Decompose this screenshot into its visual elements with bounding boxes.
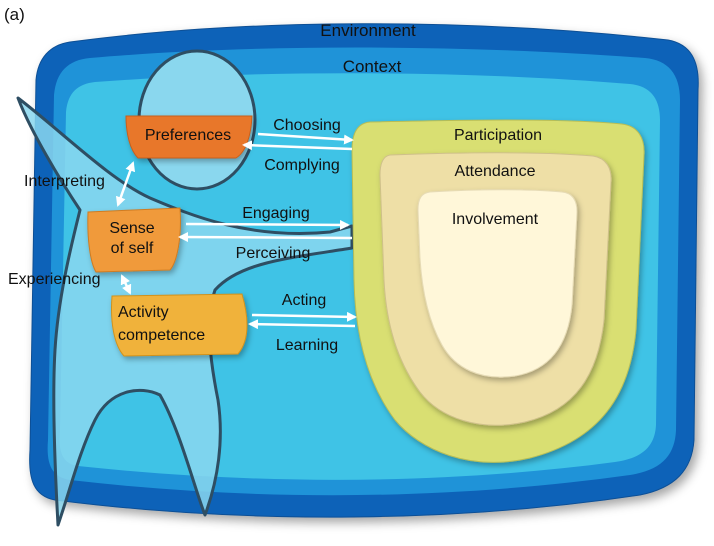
learning-arrow xyxy=(248,319,356,330)
process-arrows xyxy=(115,132,357,330)
interpreting-label: Interpreting xyxy=(24,173,105,190)
learning-label: Learning xyxy=(276,337,338,354)
experiencing-label: Experiencing xyxy=(8,271,101,288)
activity-competence-box xyxy=(111,293,248,357)
engaging-label: Engaging xyxy=(242,205,310,222)
environment-label: Environment xyxy=(320,21,416,40)
involvement-layer xyxy=(417,189,578,378)
sense-of-self-box xyxy=(87,207,181,273)
choosing-arrow xyxy=(257,132,354,145)
activity-competence-line1: Activity xyxy=(118,304,169,321)
panel-label: (a) xyxy=(4,5,25,24)
preferences-label: Preferences xyxy=(145,127,231,144)
acting-arrow xyxy=(251,311,357,322)
sense-of-self-line2: of self xyxy=(111,240,154,257)
acting-label: Acting xyxy=(282,292,326,309)
sense-of-self-line1: Sense xyxy=(109,220,154,237)
involvement-label: Involvement xyxy=(452,211,539,228)
perceiving-label: Perceiving xyxy=(236,245,311,262)
engaging-arrow xyxy=(185,219,350,230)
complying-label: Complying xyxy=(264,157,340,174)
participation-label: Participation xyxy=(454,127,542,144)
context-label: Context xyxy=(343,57,402,76)
interpreting-arrow xyxy=(115,161,136,207)
activity-competence-line2: competence xyxy=(118,327,205,344)
perceiving-arrow xyxy=(178,232,353,243)
experiencing-arrow xyxy=(120,274,132,295)
complying-arrow xyxy=(242,140,353,151)
attendance-label: Attendance xyxy=(455,163,536,180)
preferences-box xyxy=(125,115,253,159)
choosing-label: Choosing xyxy=(273,117,341,134)
